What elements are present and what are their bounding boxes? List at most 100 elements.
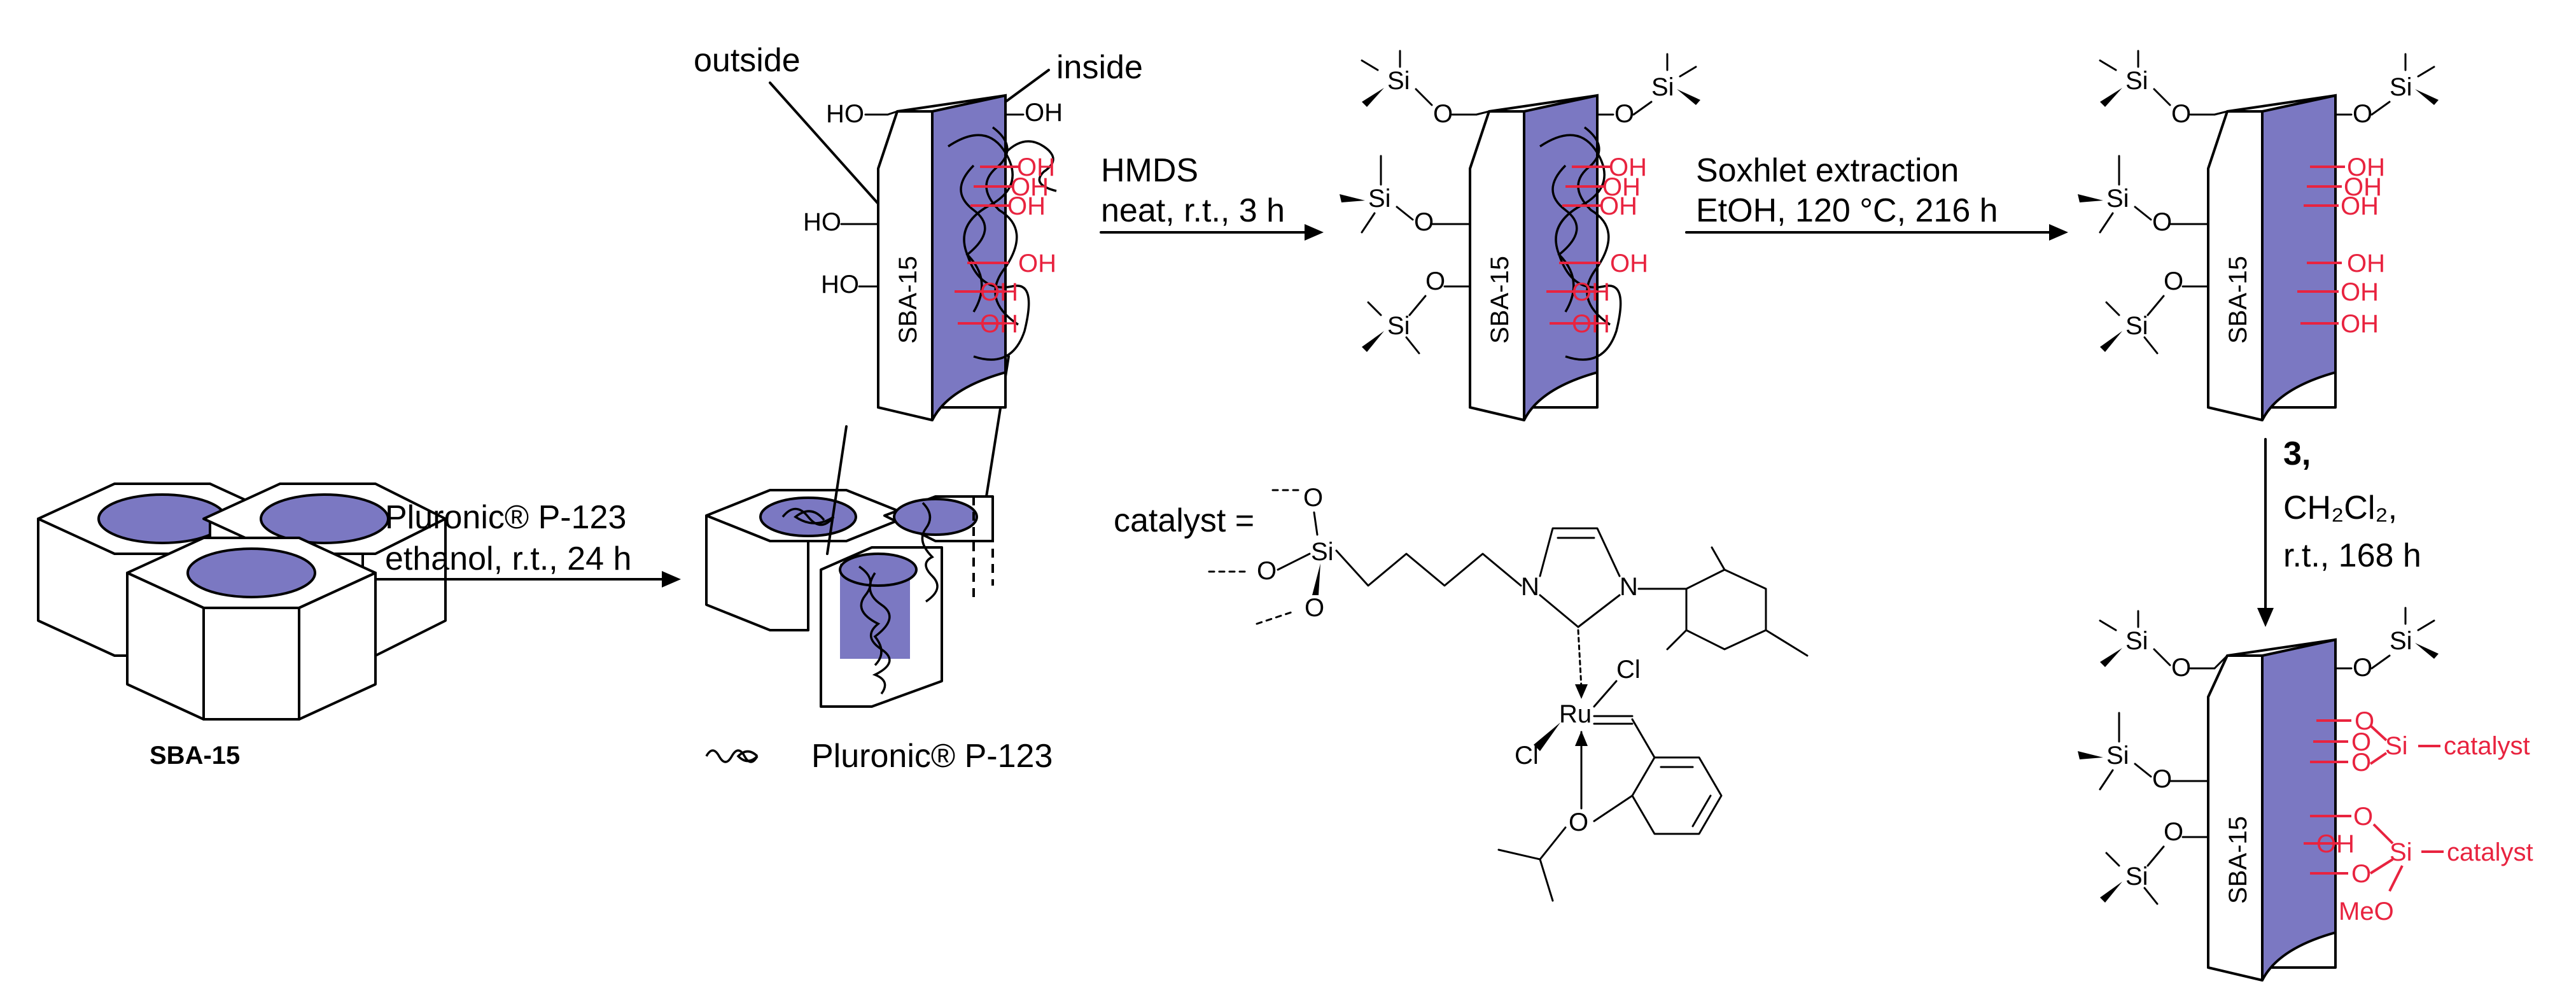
svg-text:OH: OH [980,310,1018,338]
svg-text:Si: Si [2390,73,2412,101]
step2-reagent: HMDS [1101,152,1198,189]
step1-arrow [374,571,681,588]
svg-text:OH: OH [1007,192,1046,220]
svg-text:OH: OH [980,278,1018,306]
svg-text:Si: Si [2125,312,2148,340]
step1-conditions: ethanol, r.t., 24 h [385,540,631,577]
svg-text:O: O [2152,765,2172,793]
pluronic-legend: Pluronic® P-123 [811,738,1053,775]
outside-label: outside [694,42,801,79]
svg-text:catalyst: catalyst [2447,838,2533,866]
outside-pointer [769,81,879,205]
svg-text:O: O [1257,557,1277,585]
svg-text:O: O [2152,208,2172,236]
step4-arrow [2257,438,2274,627]
svg-text:O: O [1303,484,1323,512]
sba15-wall-label-1: SBA-15 [894,256,922,344]
step3-arrow [1685,224,2068,241]
svg-text:Si: Si [2125,67,2148,95]
svg-text:Si: Si [1651,73,1674,101]
sba15-wall-label-2: SBA-15 [1486,256,1514,344]
svg-text:N: N [1620,573,1638,601]
svg-text:OH: OH [2344,173,2382,201]
svg-text:O: O [2351,860,2371,888]
svg-text:OH: OH [1018,250,1056,278]
pore-wall-extracted [2207,94,2337,421]
inside-silanols-2: OH OH OH OH OH OH [1546,153,1648,338]
svg-text:Si: Si [2125,627,2148,655]
zoom-line-left [826,425,848,555]
svg-text:Si: Si [1387,312,1410,340]
svg-text:O: O [1569,808,1588,836]
step2-conditions: neat, r.t., 3 h [1101,192,1285,229]
pluronic-coil-icon [705,749,759,763]
svg-text:HO: HO [821,271,859,299]
svg-text:HO: HO [803,208,841,236]
tms-groups-3: Si O Si O O Si O Si [2078,50,2439,355]
sba15-wall-label-4: SBA-15 [2224,816,2252,904]
svg-text:O: O [2355,707,2374,735]
svg-text:Si: Si [2385,732,2408,760]
step3-conditions: EtOH, 120 °C, 216 h [1696,192,1998,229]
inside-silanols-1: OH OH OH OH OH OH [955,153,1056,338]
svg-text:OH: OH [1572,278,1610,306]
svg-text:OH: OH [2316,830,2355,858]
svg-text:catalyst: catalyst [2444,732,2530,760]
svg-text:Si: Si [2106,185,2129,213]
tms-groups-4: Si O Si O O Si O Si [2078,607,2439,905]
sba15-wall-label-3: SBA-15 [2224,256,2252,344]
svg-text:O: O [2353,803,2373,831]
step3-method: Soxhlet extraction [1696,152,1959,189]
step4-conditions: r.t., 168 h [2283,537,2421,574]
tms-groups-2: Si O Si O O Si O Si [1340,50,1700,355]
svg-text:O: O [1425,267,1445,295]
sba15-caption: SBA-15 [150,742,240,770]
svg-text:OH: OH [1025,99,1063,127]
step1-reagent: Pluronic® P-123 [385,499,626,536]
svg-text:Ru: Ru [1559,700,1592,728]
svg-text:OH: OH [2341,278,2379,306]
step4-solvent: CH₂Cl₂, [2283,489,2397,526]
svg-text:O: O [2351,749,2371,777]
svg-text:O: O [1433,100,1453,128]
svg-text:N: N [1521,573,1539,601]
catalyst-definition-label: catalyst = [1114,502,1254,539]
catalyst-structure: O Si O O N N Ru Cl Cl [1208,484,1809,902]
svg-text:OH: OH [2341,310,2379,338]
svg-text:O: O [2164,818,2183,846]
svg-text:O: O [2353,654,2372,682]
grafted-catalyst-groups: O O O Si catalyst OH O O Si catalyst MeO [2304,707,2533,926]
svg-text:Si: Si [2125,863,2148,891]
svg-text:OH: OH [1017,153,1055,181]
svg-text:OH: OH [1599,192,1637,220]
svg-text:HO: HO [826,100,864,128]
svg-text:O: O [2171,100,2191,128]
pore-wall-catalyst [2207,638,2337,982]
svg-text:Si: Si [1387,67,1410,95]
svg-text:O: O [1614,100,1634,128]
sba15-hexagon-cluster [37,482,447,721]
pore-wall-template [877,94,1057,421]
svg-text:O: O [2164,267,2183,295]
svg-text:OH: OH [1572,310,1610,338]
template-filled-cluster [705,489,994,708]
svg-text:Si: Si [2390,627,2412,655]
svg-text:OH: OH [1610,250,1648,278]
svg-text:O: O [2171,654,2191,682]
step2-arrow [1100,224,1324,241]
svg-text:Si: Si [1368,185,1391,213]
svg-text:O: O [2351,728,2371,756]
svg-text:Si: Si [2106,742,2129,770]
inside-silanols-3: OH OH OH OH OH OH [2297,153,2385,338]
step4-reagent: 3, [2283,435,2311,472]
svg-text:Cl: Cl [1515,742,1539,770]
svg-text:Cl: Cl [1616,656,1641,684]
svg-text:O: O [1414,208,1434,236]
inside-pointer [1004,69,1050,103]
svg-text:O: O [2353,100,2372,128]
svg-text:O: O [1305,594,1324,622]
svg-text:OH: OH [2347,250,2385,278]
svg-text:OH: OH [2341,192,2379,220]
svg-text:OH: OH [1011,173,1049,201]
